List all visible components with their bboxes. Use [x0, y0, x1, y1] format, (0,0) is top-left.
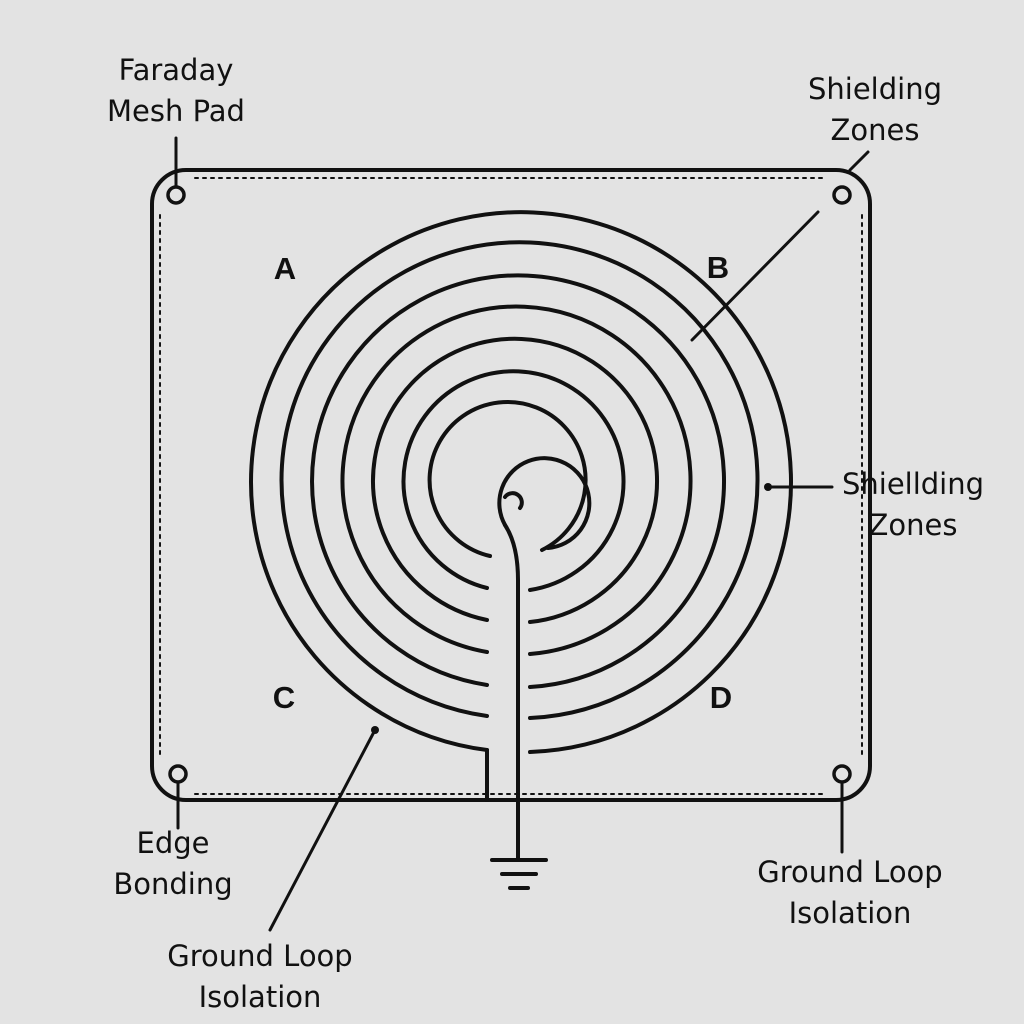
- label-faraday-mesh-pad: Faraday Mesh Pad: [96, 50, 256, 132]
- label-shielding-zones-top: Shielding Zones: [790, 69, 960, 151]
- label-ground-loop-isolation-bottom-line2: Isolation: [198, 980, 322, 1014]
- coil-ring-7: [427, 400, 588, 558]
- leader-dot-bottom: [371, 726, 379, 734]
- label-faraday-mesh-pad-line1: Faraday: [118, 53, 234, 87]
- coil-ring-3: [310, 273, 727, 689]
- label-shielding-zones-top-line2: Zones: [830, 113, 920, 147]
- corner-hole-top-left: [166, 185, 186, 205]
- coil-center-hook: [503, 491, 524, 510]
- label-ground-loop-isolation-right-line1: Ground Loop: [757, 855, 943, 889]
- label-ground-loop-isolation-bottom-line1: Ground Loop: [167, 939, 353, 973]
- label-edge-bonding-line2: Bonding: [113, 867, 233, 901]
- zone-label-b: B: [706, 250, 730, 285]
- coil-ring-6: [401, 369, 626, 592]
- ground-symbol: [490, 858, 548, 890]
- leader-ground-loop-bottom: [268, 728, 377, 932]
- zone-label-c: C: [272, 680, 296, 715]
- leader-dot-right: [764, 483, 772, 491]
- label-faraday-mesh-pad-line2: Mesh Pad: [107, 94, 245, 128]
- coil-ring-4: [340, 304, 693, 656]
- label-shielding-zones-right-line1: Shiellding: [841, 467, 985, 501]
- label-shielding-zones-right-line2: Zones: [868, 508, 958, 542]
- leader-shielding-zones-inner: [690, 210, 820, 342]
- label-edge-bonding: Edge Bonding: [103, 823, 243, 905]
- corner-hole-bottom-left: [168, 764, 188, 784]
- coil-ring-5: [371, 336, 660, 624]
- label-ground-loop-isolation-right-line2: Isolation: [788, 896, 912, 930]
- label-ground-loop-isolation-right: Ground Loop Isolation: [745, 852, 955, 934]
- zone-label-d: D: [709, 680, 733, 715]
- label-shielding-zones-top-line1: Shielding: [808, 72, 942, 106]
- coil-ring-2: [279, 240, 760, 720]
- shielding-coil-rings: [249, 210, 793, 754]
- leader-shielding-zones-top: [848, 150, 870, 172]
- label-shielding-zones-right: Shiellding Zones: [834, 464, 992, 546]
- corner-hole-bottom-right: [832, 764, 852, 784]
- coil-ring-8: [497, 456, 592, 550]
- label-ground-loop-isolation-bottom: Ground Loop Isolation: [155, 936, 365, 1018]
- label-edge-bonding-line1: Edge: [136, 826, 210, 860]
- corner-hole-top-right: [832, 185, 852, 205]
- zone-label-a: A: [273, 251, 297, 286]
- pad-outline: [150, 168, 872, 802]
- leader-lines: [174, 136, 870, 932]
- dotted-inner-border: [159, 177, 863, 795]
- ground-lead: [485, 523, 520, 860]
- coil-ring-1: [249, 210, 793, 754]
